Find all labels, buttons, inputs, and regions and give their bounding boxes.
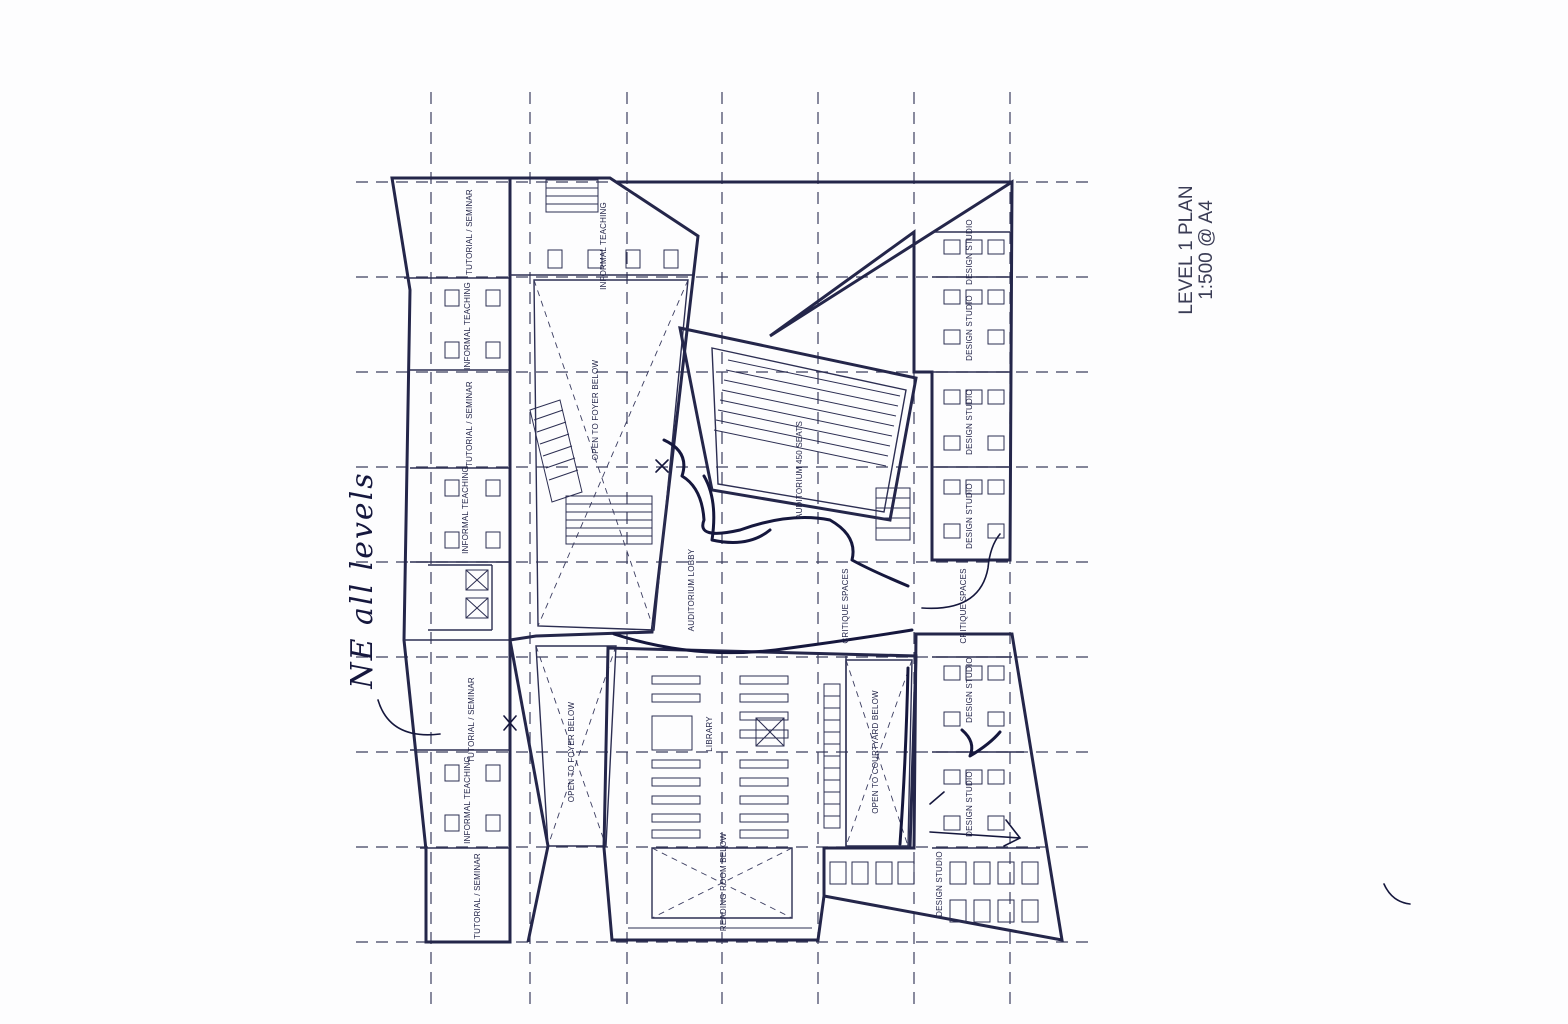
handwritten-note: NE all levels: [345, 471, 380, 689]
room-label-informal-teaching: INFORMAL TEACHING: [463, 756, 472, 844]
room-label-open-to-courtyard-below: OPEN TO COURTYARD BELOW: [871, 690, 880, 814]
room-label-critique-spaces: CRITIQUE SPACES: [959, 568, 968, 643]
room-label-design-studio: DESIGN STUDIO: [965, 483, 974, 549]
drawing-title: LEVEL 1 PLAN: [1176, 185, 1197, 314]
east-wing: [616, 179, 1064, 942]
room-label-tutorial-seminar: TUTORIAL / SEMINAR: [473, 853, 482, 939]
room-label-design-studio: DESIGN STUDIO: [965, 771, 974, 837]
room-label-open-to-foyer-below: OPEN TO FOYER BELOW: [591, 360, 600, 461]
room-label-informal-teaching: INFORMAL TEACHING: [599, 202, 608, 290]
room-label-reading-room-below: READING ROOM BELOW: [719, 833, 728, 932]
room-label-tutorial-seminar: TUTORIAL / SEMINAR: [465, 189, 474, 275]
room-label-critique-spaces: CRITIQUE SPACES: [841, 568, 850, 643]
studio-desks: [829, 239, 1039, 923]
auditorium: [678, 326, 918, 541]
central-atrium: [508, 176, 700, 943]
auditorium-seating: [713, 359, 901, 467]
drawing-scale: 1:500 @ A4: [1196, 200, 1217, 300]
room-label-informal-teaching: INFORMAL TEACHING: [461, 466, 470, 554]
room-label-design-studio: DESIGN STUDIO: [965, 657, 974, 723]
room-label-library: LIBRARY: [705, 716, 714, 752]
room-label-design-studio: DESIGN STUDIO: [935, 851, 944, 917]
library: [602, 646, 918, 942]
room-label-design-studio: DESIGN STUDIO: [965, 295, 974, 361]
room-label-open-to-foyer-below: OPEN TO FOYER BELOW: [567, 702, 576, 803]
room-label-tutorial-seminar: TUTORIAL / SEMINAR: [467, 677, 476, 763]
room-label-auditorium-lobby: AUDITORIUM LOBBY: [687, 548, 696, 631]
library-tables: [651, 675, 789, 839]
room-label-design-studio: DESIGN STUDIO: [965, 389, 974, 455]
sketch-markup: [377, 438, 1411, 905]
atrium-stair: [529, 399, 653, 545]
room-label-tutorial-seminar: TUTORIAL / SEMINAR: [465, 381, 474, 467]
room-label-auditorium: AUDITORIUM 450 SEATS: [795, 421, 804, 519]
room-label-informal-teaching: INFORMAL TEACHING: [463, 282, 472, 370]
room-label-design-studio: DESIGN STUDIO: [965, 219, 974, 285]
